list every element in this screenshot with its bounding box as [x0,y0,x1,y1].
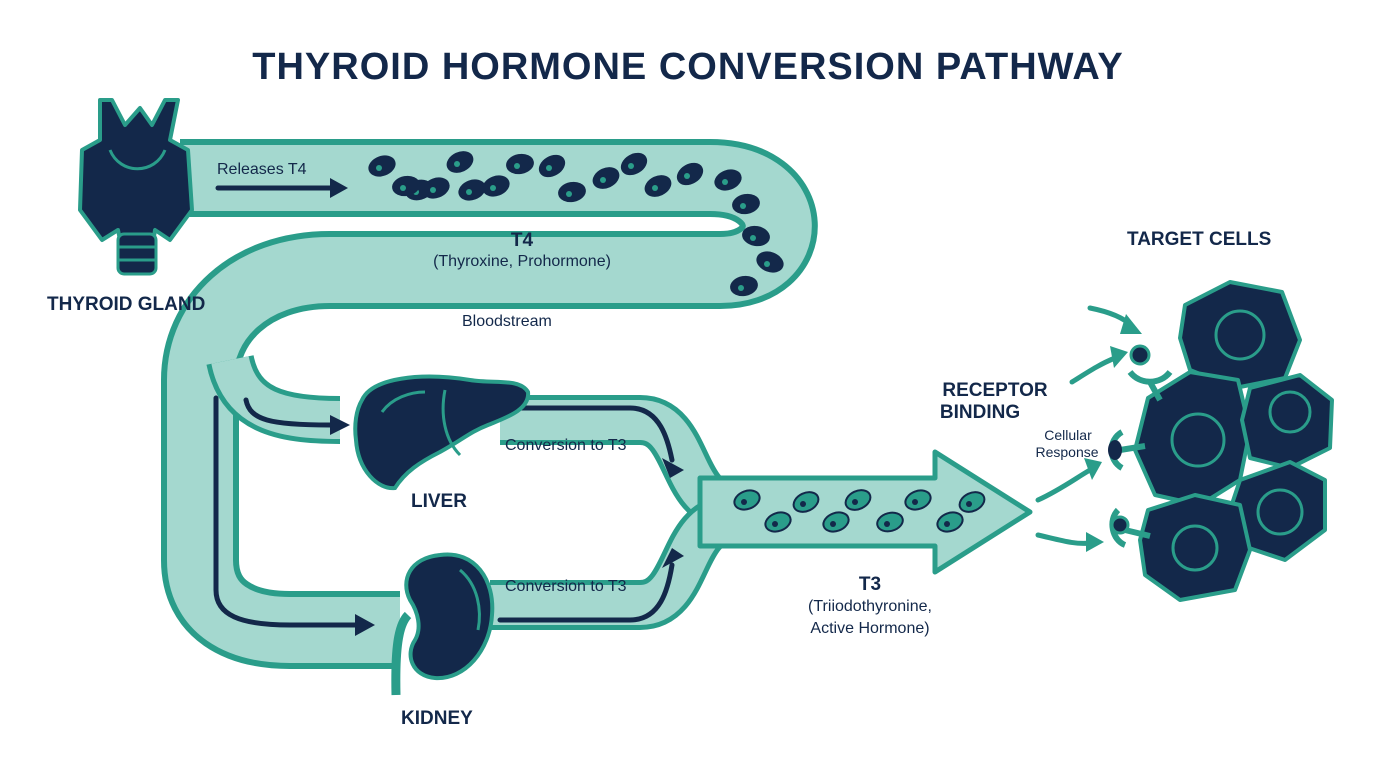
t3-molecule-dot [830,521,836,527]
cellular-response-label-1: Cellular [1044,427,1092,443]
t3-molecule [764,511,792,533]
t3-molecule-dot [852,499,858,505]
t4-molecule [458,179,486,201]
t4-molecule-dot [764,261,770,267]
t4-molecule-dot [490,185,496,191]
thyroid-gland-icon [78,98,194,276]
flow-arrowheads [330,178,684,636]
t4-molecule [730,275,758,297]
t4-molecule [392,175,420,197]
flow-arrows [213,185,675,628]
t3-molecule-dot [966,501,972,507]
t4-molecules [368,151,784,297]
page-title: THYROID HORMONE CONVERSION PATHWAY [252,46,1124,88]
liver-label: LIVER [411,491,467,512]
t4-molecule-dot [514,163,520,169]
t4-molecule-dot [684,173,690,179]
t4-molecule-dot [652,185,658,191]
t3-molecule-dot [800,501,806,507]
t3-molecule [822,511,850,533]
receptor-binding-label-2: BINDING [939,402,1021,423]
t4-molecule-dot [466,189,472,195]
t4-molecule-dot [400,185,406,191]
t4-molecule [592,167,620,189]
t4-molecule [558,181,586,203]
t4-molecule-dot [546,165,552,171]
t4-molecule-dot [600,177,606,183]
t3-desc-label-1: (Triiodothyronine, [808,598,932,615]
t4-molecule [538,154,566,178]
t3-molecule [876,511,904,533]
t4-molecule [676,162,704,186]
kidney-label: KIDNEY [401,708,473,729]
thyroid-label: THYROID GLAND [47,294,206,315]
kidney-icon [391,552,495,696]
t4-molecule [714,169,742,191]
t4-molecule [644,175,672,197]
t3-molecule [733,489,761,511]
t3-molecule-dot [944,521,950,527]
conversion-kidney-label: Conversion to T3 [505,578,627,595]
target-cells [1133,280,1334,602]
t3-name-label: T3 [858,574,882,595]
t4-molecule-dot [750,235,756,241]
t4-molecule-dot [740,203,746,209]
t4-molecule [446,151,474,173]
t3-molecule [958,491,986,513]
t4-molecule-dot [738,285,744,291]
t4-molecule [742,225,770,247]
liver-icon [353,374,531,491]
t3-desc-label-2: Active Hormone) [810,620,930,637]
t4-molecule-dot [430,187,436,193]
t3-molecule [936,511,964,533]
t3-arrow [697,449,1033,575]
t4-name-label: T4 [510,230,534,251]
t3-molecule [792,491,820,513]
cellular-response-label-2: Response [1035,444,1099,460]
t3-molecules [733,489,986,533]
releases-label: Releases T4 [217,161,307,178]
t4-desc-label: (Thyroxine, Prohormone) [433,253,611,270]
t4-molecule [620,152,648,176]
conversion-liver-label: Conversion to T3 [505,437,627,454]
t4-molecule [422,177,450,199]
receptor-arrows [1035,305,1135,546]
t3-molecule-dot [741,499,747,505]
t4-molecule [506,153,534,175]
receptor-icons [1108,344,1173,548]
bloodstream-label: Bloodstream [462,313,552,330]
t3-molecule [904,489,932,511]
t4-molecule-dot [566,191,572,197]
t4-molecule-dot [376,165,382,171]
receptor-arrowheads [1084,314,1142,552]
t4-molecule-dot [722,179,728,185]
liver-output-vessel [500,395,734,530]
t4-molecule [732,193,760,215]
t3-molecule [844,489,872,511]
t4-molecule-dot [454,161,460,167]
receptor-binding-label-1: RECEPTOR [942,380,1048,401]
t4-molecule-dot [628,163,634,169]
t4-molecule [368,155,396,177]
t3-molecule-dot [884,521,890,527]
t3-molecule-dot [772,521,778,527]
t4-molecule [756,251,784,273]
t3-molecule-dot [912,499,918,505]
target-cells-label: TARGET CELLS [1127,229,1272,250]
